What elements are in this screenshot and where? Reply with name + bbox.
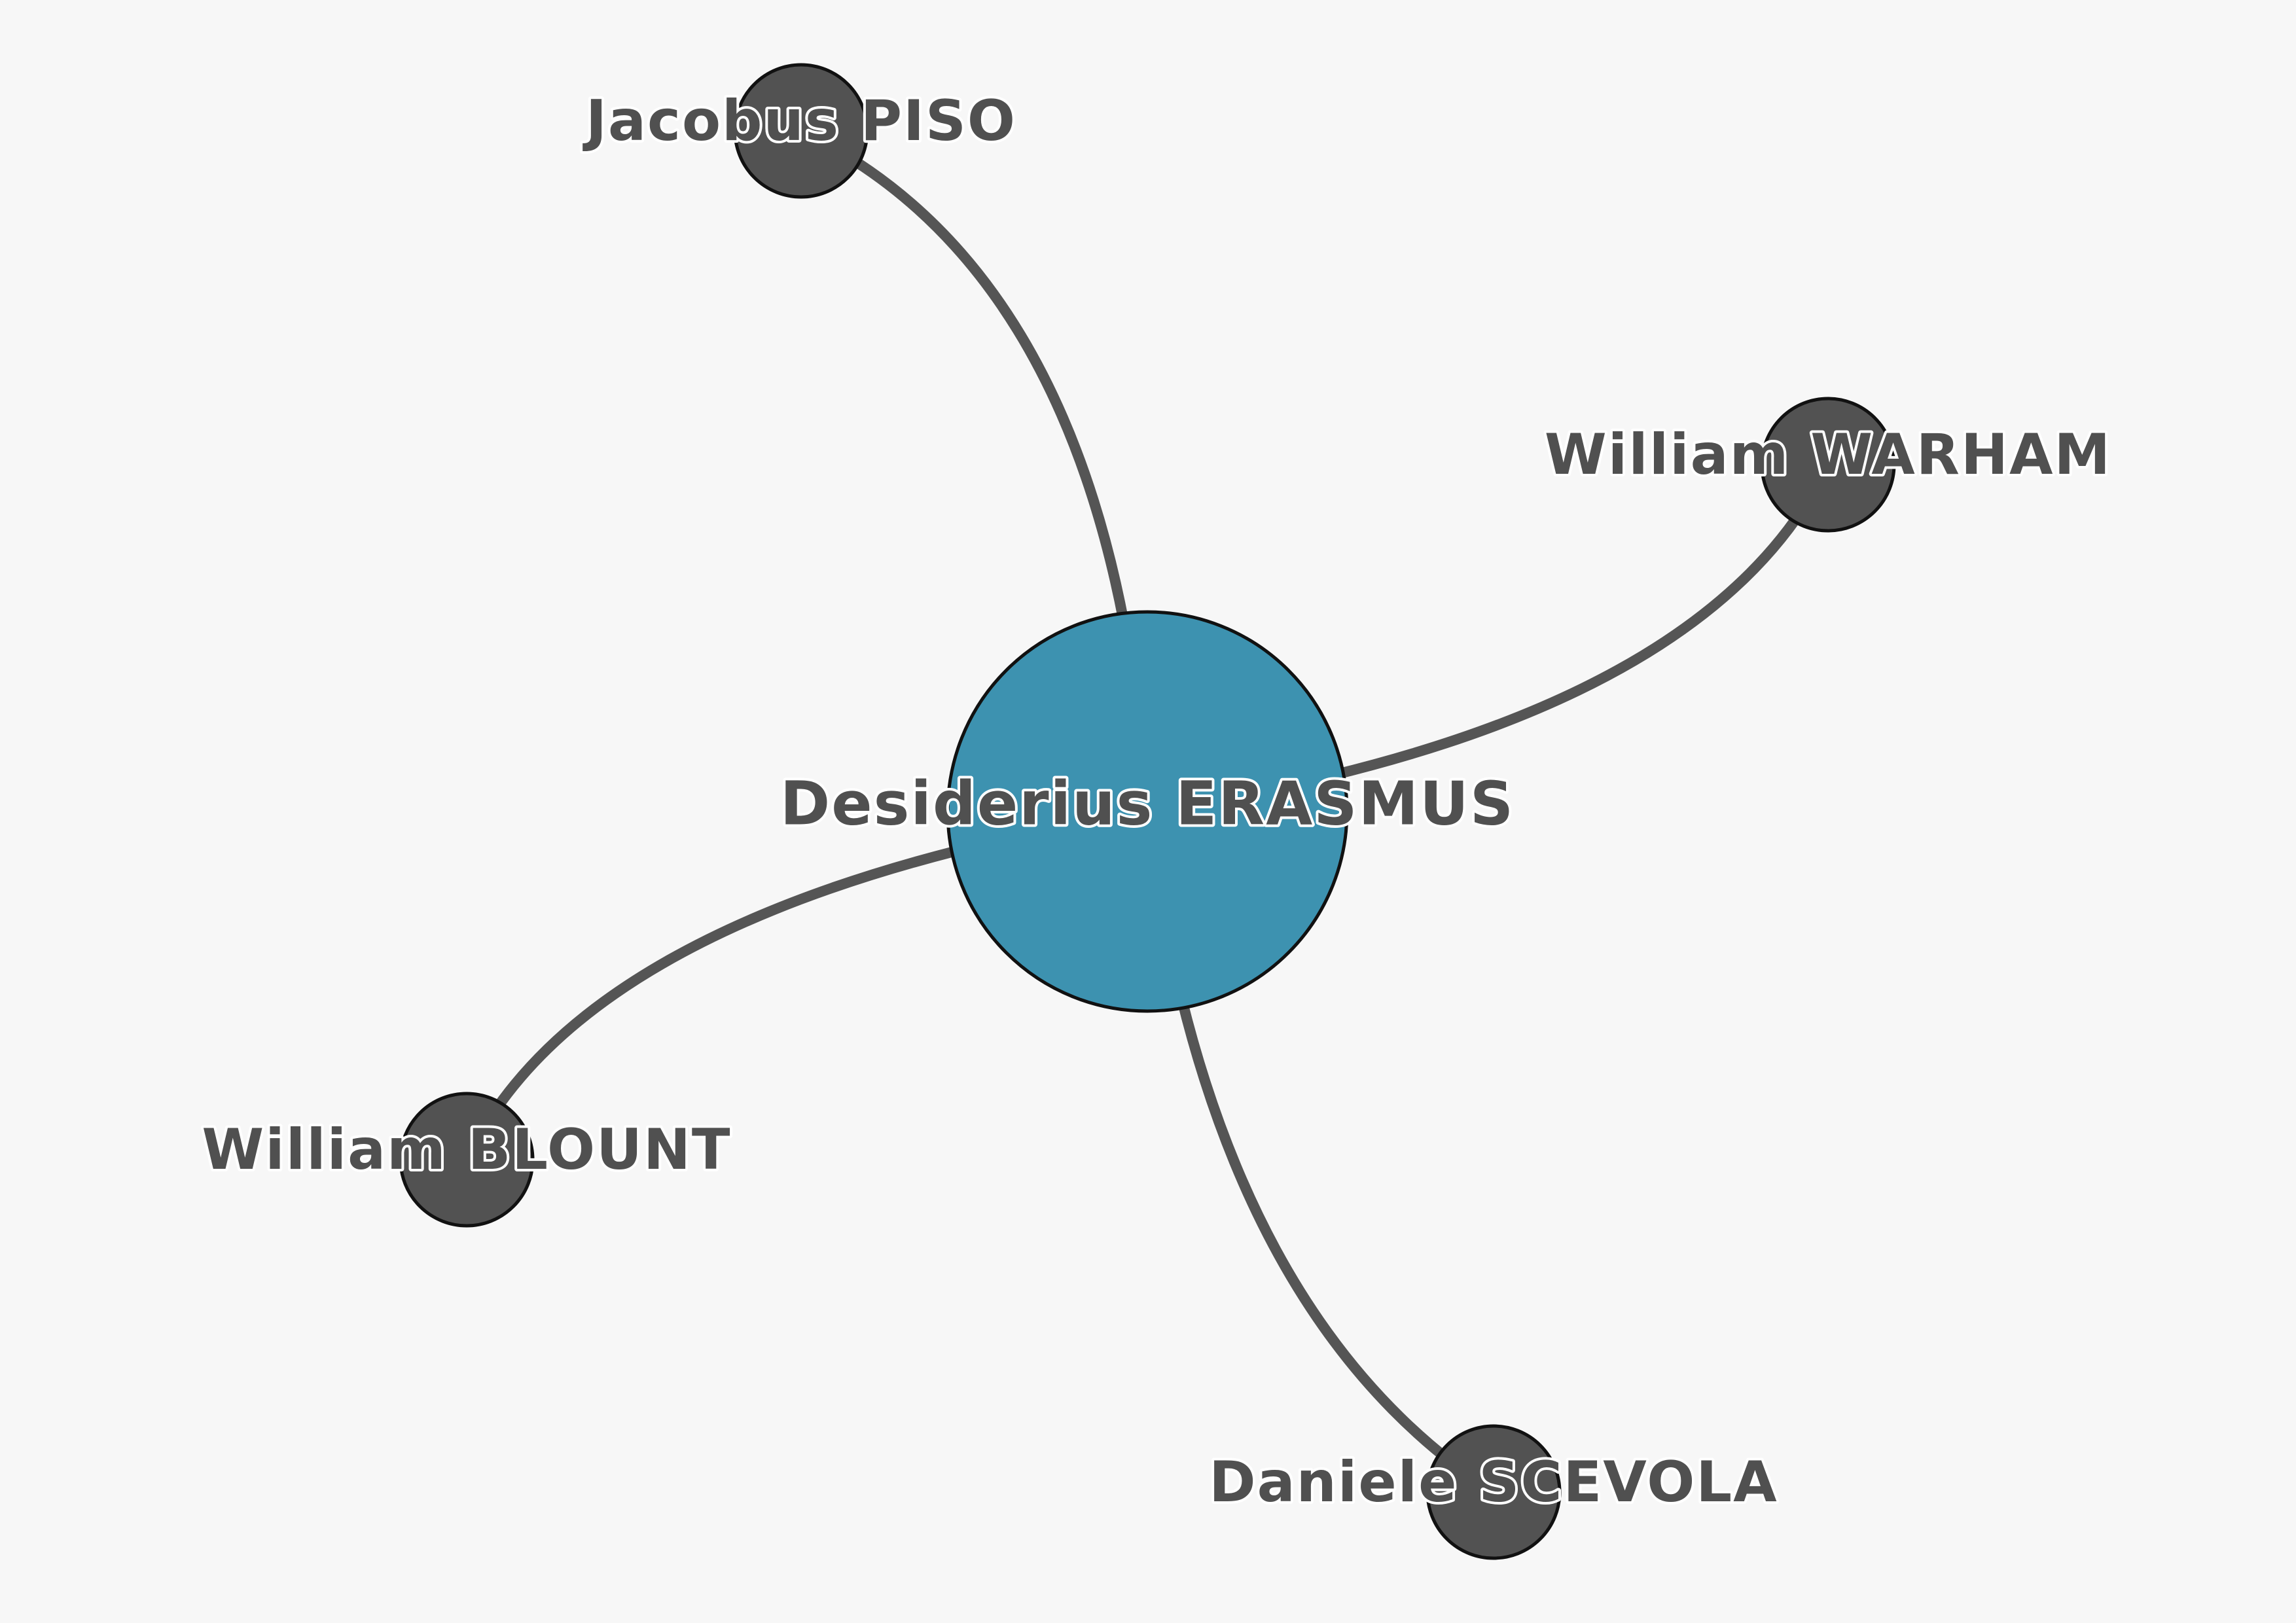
node-label-blount: William BLOUNT: [202, 1117, 731, 1183]
node-label-erasmus: Desiderius ERASMUS: [780, 769, 1515, 839]
node-label-piso: Jacobus PISO: [583, 88, 1016, 154]
node-label-scevola: Daniele SCEVOLA: [1209, 1450, 1778, 1515]
node-scevola[interactable]: [1426, 1424, 1562, 1560]
labels-layer: Desiderius ERASMUS Jacobus PISO William WA…: [199, 86, 2113, 1518]
node-warham[interactable]: [1760, 397, 1896, 533]
node-piso[interactable]: [733, 63, 869, 199]
node-erasmus[interactable]: [946, 610, 1349, 1013]
node-blount[interactable]: [399, 1092, 535, 1228]
nodes-layer: [399, 63, 1896, 1560]
node-label-warham: William WARHAM: [1545, 422, 2111, 488]
